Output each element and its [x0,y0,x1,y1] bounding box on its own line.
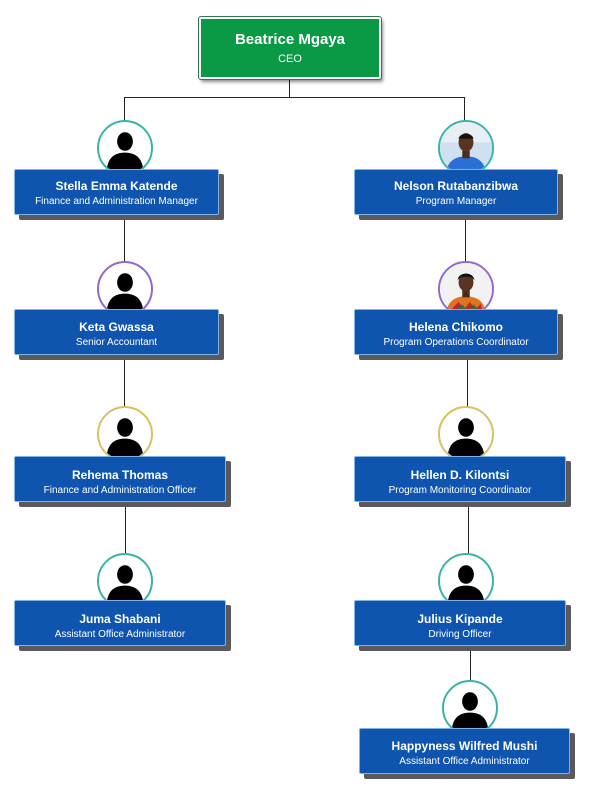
person-silhouette-icon [99,408,151,460]
person-photo-icon [440,122,492,174]
node-right-2[interactable]: Hellen D. Kilontsi Program Monitoring Co… [354,456,566,502]
left-connector-2 [124,355,125,409]
node-title: Program Monitoring Coordinator [388,485,532,496]
person-silhouette-icon [99,122,151,174]
node-left-2[interactable]: Rehema Thomas Finance and Administration… [14,456,226,502]
node-title: Finance and Administration Manager [35,196,198,207]
left-connector-3 [125,503,126,556]
left-connector-1 [124,216,125,263]
node-title: Senior Accountant [75,337,158,348]
node-right-1[interactable]: Helena Chikomo Program Operations Coordi… [354,309,558,355]
node-left-3[interactable]: Juma Shabani Assistant Office Administra… [14,600,226,646]
avatar-left-2 [97,406,153,462]
person-silhouette-icon [440,408,492,460]
ceo-title: CEO [278,53,302,65]
avatar-right-2 [438,406,494,462]
right-connector-3 [468,503,469,556]
branch-connector [124,97,465,98]
node-name: Rehema Thomas [71,468,169,482]
node-name: Julius Kipande [417,612,503,626]
right-branch-connector [464,97,465,122]
avatar-right-3 [438,553,494,609]
node-title: Assistant Office Administrator [399,756,530,767]
right-connector-4 [470,647,471,682]
node-name: Stella Emma Katende [55,179,178,193]
node-right-4[interactable]: Happyness Wilfred Mushi Assistant Office… [359,728,570,774]
node-title: Finance and Administration Officer [43,485,197,496]
node-name: Hellen D. Kilontsi [410,468,510,482]
person-silhouette-icon [440,555,492,607]
node-title: Driving Officer [428,629,492,640]
avatar-right-0 [438,120,494,176]
node-title: Program Operations Coordinator [383,337,529,348]
node-name: Helena Chikomo [408,320,504,334]
ceo-name: Beatrice Mgaya [234,31,346,48]
ceo-connector [289,79,290,98]
node-name: Keta Gwassa [79,320,154,334]
person-photo-icon [440,263,492,315]
node-title: Program Manager [415,196,497,207]
node-right-3[interactable]: Julius Kipande Driving Officer [354,600,566,646]
left-branch-connector [124,97,125,122]
node-left-0[interactable]: Stella Emma Katende Finance and Administ… [14,169,219,215]
avatar-right-1 [438,261,494,317]
ceo-node[interactable]: Beatrice Mgaya CEO [198,16,382,80]
avatar-right-4 [442,680,498,736]
person-silhouette-icon [99,263,151,315]
node-name: Happyness Wilfred Mushi [391,739,538,753]
right-connector-2 [467,355,468,409]
node-left-1[interactable]: Keta Gwassa Senior Accountant [14,309,219,355]
node-name: Nelson Rutabanzibwa [393,179,518,193]
avatar-left-0 [97,120,153,176]
person-silhouette-icon [444,682,496,734]
node-right-0[interactable]: Nelson Rutabanzibwa Program Manager [354,169,558,215]
node-title: Assistant Office Administrator [54,629,186,640]
right-connector-1 [465,216,466,263]
node-name: Juma Shabani [79,612,161,626]
